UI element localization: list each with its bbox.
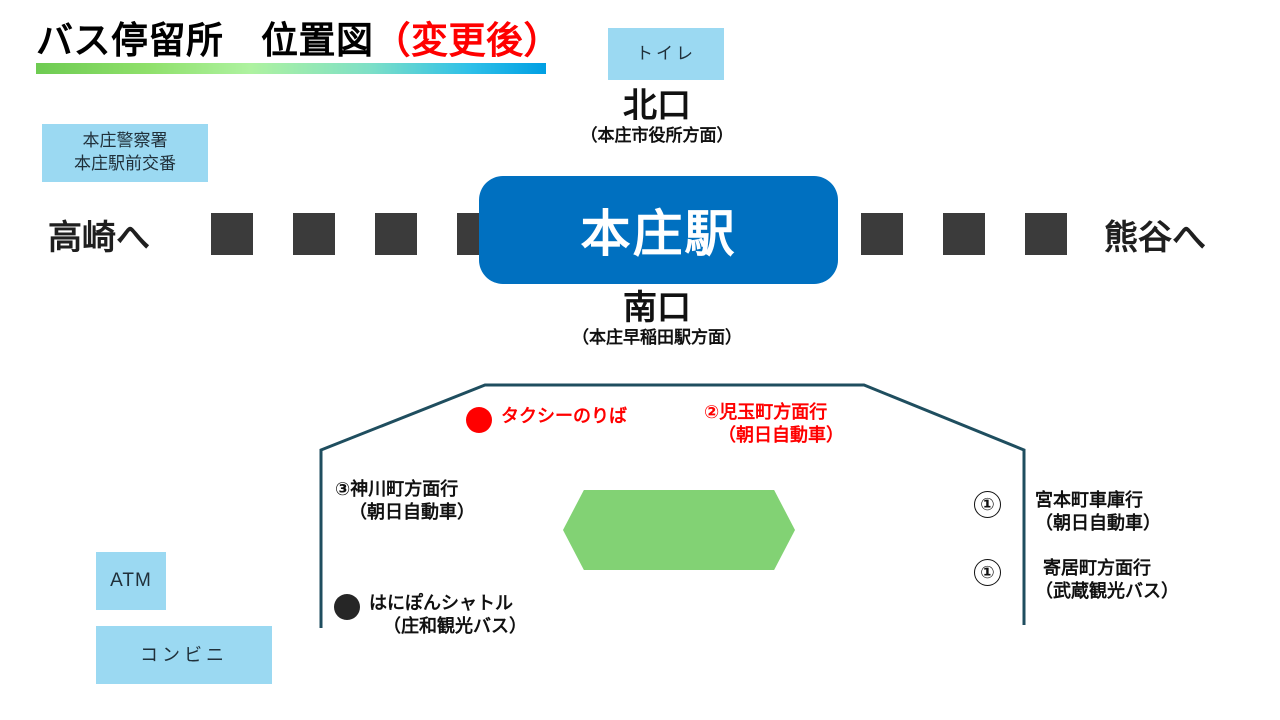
- stop-kodama-label: ②児玉町方面行 （朝日自動車）: [704, 401, 844, 447]
- police-station-line2: 本庄駅前交番: [74, 154, 176, 173]
- station-box: 本庄駅: [479, 176, 838, 284]
- stop-yorii-number: ①: [974, 559, 1001, 586]
- stop-yorii: ① 寄居町方面行 （武蔵観光バス）: [974, 557, 1179, 603]
- north-exit-sub: （本庄市役所方面）: [580, 125, 734, 145]
- rail-tie: [293, 213, 335, 255]
- page-title: バス停留所 位置図（変更後）: [36, 20, 596, 74]
- south-exit-label: 南口 （本庄早稲田駅方面）: [497, 290, 817, 348]
- convenience-store-box: コンビニ: [96, 626, 272, 684]
- atm-label: ATM: [110, 570, 152, 592]
- north-exit-name: 北口: [623, 87, 691, 125]
- toilet-box: トイレ: [608, 28, 724, 80]
- toilet-label: トイレ: [636, 43, 696, 63]
- rail-tie: [211, 213, 253, 255]
- south-exit-name: 南口: [623, 289, 691, 327]
- rail-direction-left: 高崎へ: [48, 219, 150, 257]
- rotary-island: [563, 490, 795, 570]
- north-exit-label: 北口 （本庄市役所方面）: [497, 88, 817, 146]
- stop-miyamoto-number: ①: [974, 491, 1001, 518]
- stop-kamikawa: ③神川町方面行 （朝日自動車）: [335, 478, 475, 524]
- rail-tie: [375, 213, 417, 255]
- stop-kodama-line2: （朝日自動車）: [718, 425, 844, 446]
- stop-yorii-line2: （武蔵観光バス）: [1035, 581, 1179, 602]
- stop-kodama-number: ②: [704, 402, 720, 422]
- police-station-box: 本庄警察署 本庄駅前交番: [42, 124, 208, 182]
- convenience-label: コンビニ: [140, 644, 228, 665]
- stop-miyamoto: ① 宮本町車庫行 （朝日自動車）: [974, 489, 1161, 535]
- title-main: バス停留所 位置図: [36, 20, 374, 61]
- stop-taxi-label: タクシーのりば: [501, 405, 627, 428]
- rail-tie: [1025, 213, 1067, 255]
- stop-miyamoto-line2: （朝日自動車）: [1035, 513, 1161, 534]
- atm-box: ATM: [96, 552, 166, 610]
- stop-taxi: タクシーのりば: [466, 405, 627, 433]
- stop-kamikawa-label: ③神川町方面行 （朝日自動車）: [335, 478, 475, 524]
- stop-hanipon-line1: はにぽんシャトル: [369, 593, 513, 613]
- stop-yorii-line1: 寄居町方面行: [1043, 558, 1151, 578]
- red-circle-icon: [466, 407, 492, 433]
- stop-kamikawa-number: ③: [335, 479, 351, 499]
- rail-tie: [861, 213, 903, 255]
- south-exit-sub: （本庄早稲田駅方面）: [572, 327, 742, 347]
- stop-kodama: ②児玉町方面行 （朝日自動車）: [704, 401, 844, 447]
- title-gradient-underline: [36, 62, 546, 74]
- stop-hanipon: はにぽんシャトル （庄和観光バス）: [334, 592, 527, 638]
- station-name: 本庄駅: [580, 206, 737, 262]
- police-station-line1: 本庄警察署: [82, 131, 168, 151]
- stop-hanipon-line2: （庄和観光バス）: [383, 616, 527, 637]
- stop-miyamoto-line1: 宮本町車庫行: [1035, 490, 1143, 510]
- title-suffix: （変更後）: [373, 20, 561, 61]
- stop-kamikawa-line2: （朝日自動車）: [349, 502, 475, 523]
- stop-kodama-line1: 児玉町方面行: [719, 402, 828, 422]
- title-text: バス停留所 位置図（変更後）: [36, 20, 596, 61]
- stop-kamikawa-line1: 神川町方面行: [350, 479, 459, 499]
- stop-yorii-label: 寄居町方面行 （武蔵観光バス）: [1035, 557, 1179, 603]
- stop-taxi-line1: タクシーのりば: [501, 406, 627, 426]
- black-circle-icon: [334, 594, 360, 620]
- stop-miyamoto-label: 宮本町車庫行 （朝日自動車）: [1035, 489, 1161, 535]
- rail-direction-right: 熊谷へ: [1104, 219, 1206, 257]
- stop-hanipon-label: はにぽんシャトル （庄和観光バス）: [369, 592, 527, 638]
- rail-tie: [943, 213, 985, 255]
